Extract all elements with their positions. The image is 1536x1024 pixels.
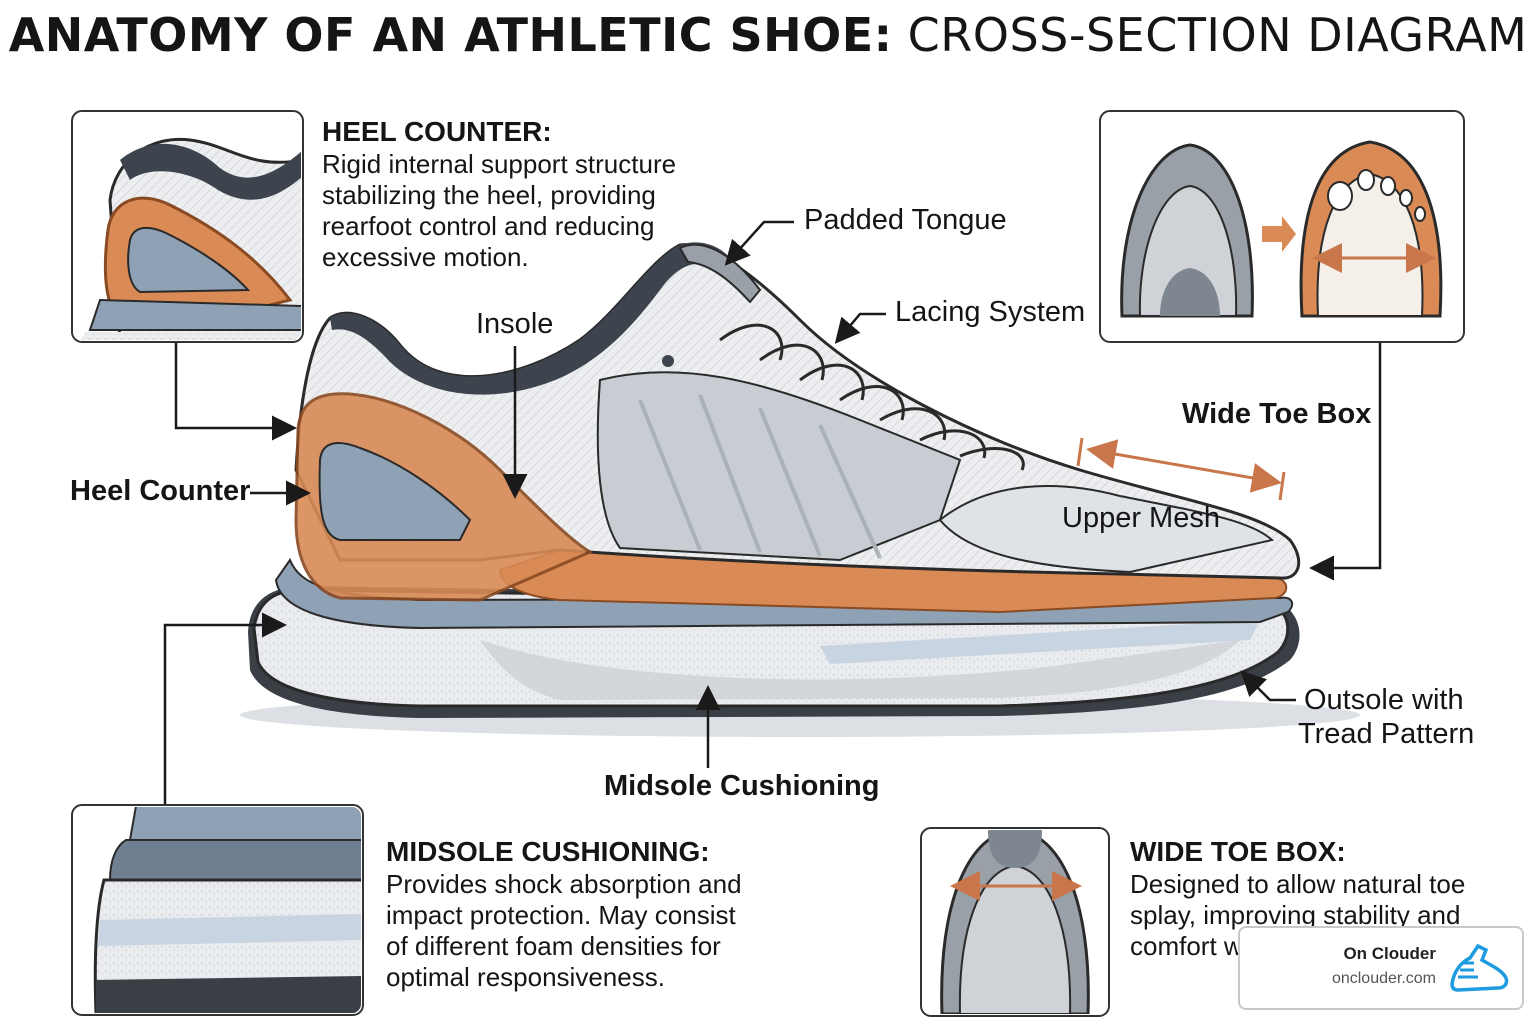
heel-counter-window [318, 442, 472, 541]
side-panel [596, 371, 962, 562]
heel-counter-description: HEEL COUNTER: Rigid internal support str… [322, 116, 682, 273]
label-lacing-system: Lacing System [895, 296, 1086, 328]
brand-badge[interactable]: On Clouder onclouder.com [1238, 926, 1524, 1010]
heel-detail-panel [71, 110, 304, 343]
eyelet [662, 355, 674, 367]
midsole-text: Provides shock absorption and impact pro… [386, 869, 742, 992]
title-light: CROSS-SECTION DIAGRAM [907, 8, 1528, 62]
upper-mesh-panel [938, 485, 1275, 574]
page-title: ANATOMY OF AN ATHLETIC SHOE: CROSS-SECTI… [0, 8, 1536, 62]
midsole-description: MIDSOLE CUSHIONING: Provides shock absor… [386, 836, 756, 993]
label-midsole-cushioning: Midsole Cushioning [604, 770, 880, 802]
toe-box-panel [1099, 110, 1465, 343]
label-insole: Insole [476, 308, 554, 340]
label-padded-tongue: Padded Tongue [804, 204, 1007, 236]
toe-box-heading: WIDE TOE BOX: [1130, 836, 1346, 867]
midsole-heading: MIDSOLE CUSHIONING: [386, 836, 710, 867]
label-outsole-line1: Outsole with [1304, 684, 1464, 716]
heel-counter-heading: HEEL COUNTER: [322, 116, 552, 147]
running-shoe-icon [1450, 943, 1509, 992]
midsole-detail-panel [71, 804, 364, 1016]
brand-url: onclouder.com [1331, 970, 1436, 987]
brand-name: On Clouder [1343, 944, 1436, 963]
leader-lines [163, 220, 1382, 804]
title-bold: ANATOMY OF AN ATHLETIC SHOE: [8, 8, 893, 62]
label-outsole-line2: Tread Pattern [1298, 718, 1475, 750]
label-upper-mesh: Upper Mesh [1062, 502, 1220, 534]
toe-box-measure [1076, 437, 1286, 501]
toe-box-text: Designed to allow natural toe splay, imp… [1130, 869, 1466, 961]
shoe-illustration [248, 242, 1301, 718]
heel-counter-text: Rigid internal support structure stabili… [322, 149, 677, 272]
label-heel-counter: Heel Counter [70, 475, 251, 507]
label-wide-toe-box: Wide Toe Box [1182, 398, 1372, 430]
laces [719, 323, 1025, 471]
toe-detail-panel [920, 827, 1110, 1017]
padded-tongue [678, 243, 762, 304]
toe-box-description: WIDE TOE BOX: Designed to allow natural … [1130, 836, 1490, 962]
